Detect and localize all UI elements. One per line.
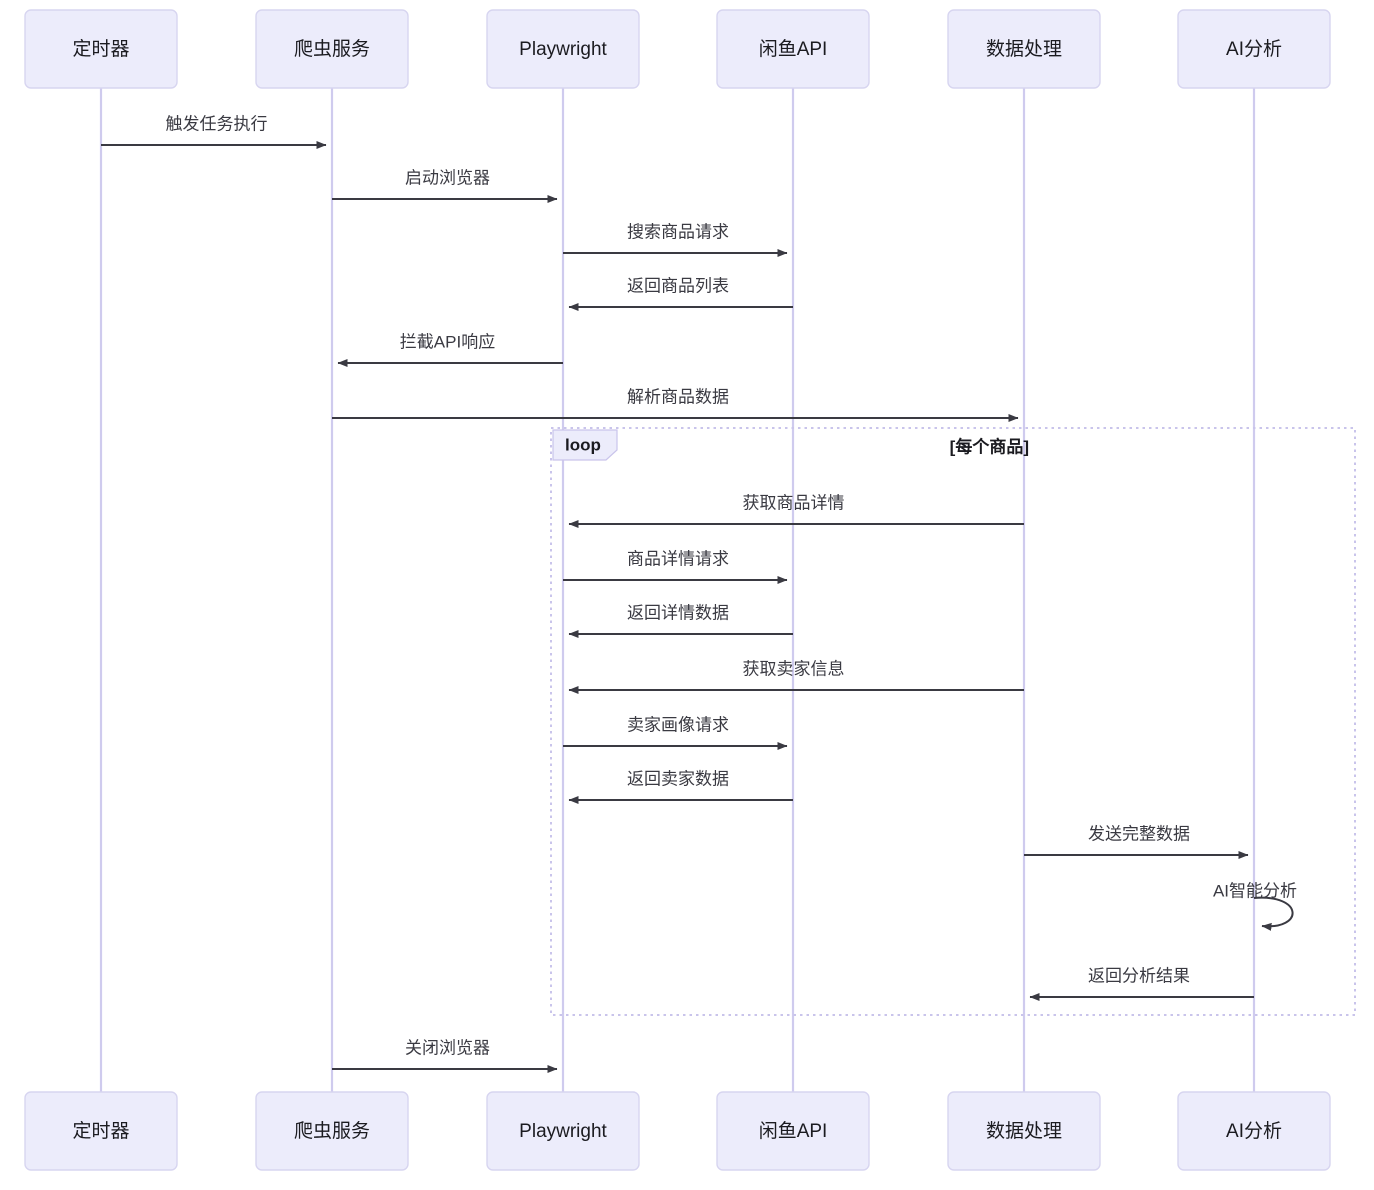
message-label: 商品详情请求: [627, 549, 729, 568]
participant-box[interactable]: [24, 9, 178, 89]
actors-top-layer: 定时器 爬虫服务 Playwright 闲鱼API 数据处理 AI分析: [24, 9, 1331, 89]
message-label: 启动浏览器: [405, 168, 490, 187]
message-14: 关闭浏览器: [332, 1038, 558, 1073]
participant-label: 闲鱼API: [759, 38, 828, 60]
message-label: 获取商品详情: [743, 493, 845, 512]
participant-box[interactable]: [486, 9, 640, 89]
participant-label: 数据处理: [986, 38, 1062, 60]
message-label: 卖家画像请求: [627, 715, 729, 734]
participant-label: 定时器: [72, 38, 129, 60]
fragment-condition-label: [每个商品]: [950, 436, 1029, 456]
participant-box[interactable]: [486, 1091, 640, 1171]
message-label: 返回详情数据: [627, 603, 729, 622]
fragment-tag-label: loop: [565, 435, 601, 454]
participant-label: Playwright: [519, 39, 607, 60]
participant-playwright-bottom[interactable]: Playwright: [486, 1091, 640, 1171]
message-12: 发送完整数据: [1024, 824, 1249, 859]
participant-box[interactable]: [24, 1091, 178, 1171]
fragment-tag-shape: [552, 429, 618, 461]
message-1: 启动浏览器: [332, 168, 558, 203]
participant-playwright-top[interactable]: Playwright: [486, 9, 640, 89]
message-9: 获取卖家信息: [568, 659, 1024, 694]
participant-crawler-top[interactable]: 爬虫服务: [255, 9, 409, 89]
participant-label: 闲鱼API: [759, 1120, 828, 1142]
message-4: 拦截API响应: [337, 332, 563, 367]
participant-box[interactable]: [255, 9, 409, 89]
message-3: 返回商品列表: [568, 276, 793, 311]
message-5: 解析商品数据: [332, 387, 1019, 422]
participant-label: AI分析: [1226, 38, 1282, 60]
fragments-layer: loop [每个商品]: [550, 427, 1356, 1016]
message-0: 触发任务执行: [101, 114, 327, 149]
message-label: 获取卖家信息: [743, 659, 845, 678]
participant-label: Playwright: [519, 1121, 607, 1142]
participant-box[interactable]: [716, 1091, 870, 1171]
message-13: 返回分析结果: [1029, 966, 1254, 1001]
participant-box[interactable]: [947, 9, 1101, 89]
message-7: 商品详情请求: [563, 549, 788, 584]
participant-box[interactable]: [716, 9, 870, 89]
message-2: 搜索商品请求: [563, 222, 788, 257]
actors-bottom-layer: 定时器 爬虫服务 Playwright 闲鱼API 数据处理 AI分析: [24, 1091, 1331, 1171]
message-label: 关闭浏览器: [405, 1038, 490, 1057]
message-label: 搜索商品请求: [627, 222, 729, 241]
messages-layer: 触发任务执行启动浏览器搜索商品请求返回商品列表拦截API响应解析商品数据获取商品…: [101, 114, 1297, 1073]
fragment-loop: loop [每个商品]: [550, 427, 1356, 1016]
participant-box[interactable]: [1177, 9, 1331, 89]
message-label: 触发任务执行: [166, 114, 268, 133]
message-11: 返回卖家数据: [568, 769, 793, 804]
message-label: 返回卖家数据: [627, 769, 729, 788]
participant-dataproc-bottom[interactable]: 数据处理: [947, 1091, 1101, 1171]
message-label: 拦截API响应: [400, 332, 495, 351]
self-message-label: AI智能分析: [1213, 881, 1297, 900]
self-message-arrow: [1253, 896, 1294, 931]
message-label: 返回分析结果: [1088, 966, 1190, 985]
participant-ai-bottom[interactable]: AI分析: [1177, 1091, 1331, 1171]
participant-label: 定时器: [72, 1120, 129, 1142]
message-label: 发送完整数据: [1088, 824, 1190, 843]
message-10: 卖家画像请求: [563, 715, 788, 750]
participant-box[interactable]: [255, 1091, 409, 1171]
message-label: 返回商品列表: [627, 276, 729, 295]
participant-xianyu-top[interactable]: 闲鱼API: [716, 9, 870, 89]
message-label: 解析商品数据: [627, 387, 729, 406]
lifelines-layer: [99, 88, 1256, 1092]
participant-timer-top[interactable]: 定时器: [24, 9, 178, 89]
participant-label: 数据处理: [986, 1120, 1062, 1142]
participant-label: 爬虫服务: [294, 1120, 370, 1142]
participant-crawler-bottom[interactable]: 爬虫服务: [255, 1091, 409, 1171]
participant-label: AI分析: [1226, 1120, 1282, 1142]
participant-box[interactable]: [1177, 1091, 1331, 1171]
message-6: 获取商品详情: [568, 493, 1024, 528]
participant-timer-bottom[interactable]: 定时器: [24, 1091, 178, 1171]
message-8: 返回详情数据: [568, 603, 793, 638]
participant-box[interactable]: [947, 1091, 1101, 1171]
participant-xianyu-bottom[interactable]: 闲鱼API: [716, 1091, 870, 1171]
participant-dataproc-top[interactable]: 数据处理: [947, 9, 1101, 89]
participant-ai-top[interactable]: AI分析: [1177, 9, 1331, 89]
self-message-0: AI智能分析: [1213, 881, 1297, 931]
participant-label: 爬虫服务: [294, 38, 370, 60]
